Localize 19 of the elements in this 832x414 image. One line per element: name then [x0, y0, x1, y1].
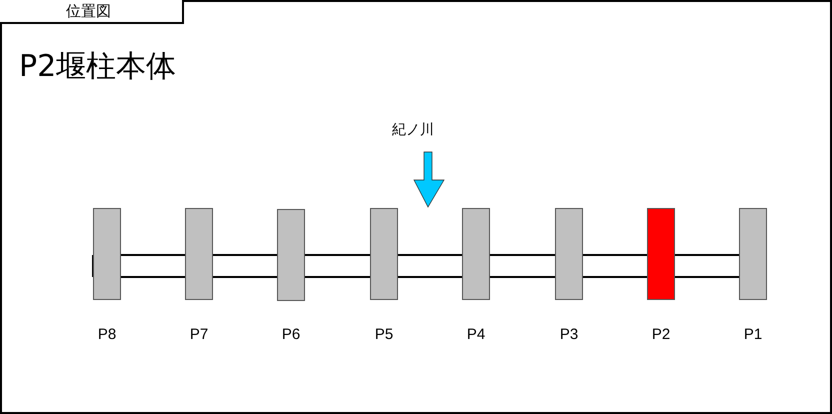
pier-label: P8 [96, 326, 118, 344]
pier-label: P4 [466, 326, 486, 344]
heading: P2堰柱本体 [19, 48, 176, 86]
pier-label: P6 [280, 326, 302, 344]
pier-rect [277, 209, 305, 301]
pier-rect [555, 208, 583, 300]
pier-rect [462, 208, 490, 300]
pier-rect [739, 208, 767, 300]
pier-label: P1 [742, 326, 764, 344]
pier-rect [93, 208, 121, 300]
pier-rect [647, 208, 675, 300]
pier-label: P7 [188, 326, 210, 344]
pier-label: P3 [558, 326, 580, 344]
pier-label: P5 [374, 326, 394, 344]
tab-title: 位置図 [66, 2, 111, 20]
pier-label: P2 [650, 326, 672, 344]
pier-rect [370, 208, 398, 300]
pier-rect [185, 208, 213, 300]
river-name: 紀ノ川 [392, 121, 434, 139]
